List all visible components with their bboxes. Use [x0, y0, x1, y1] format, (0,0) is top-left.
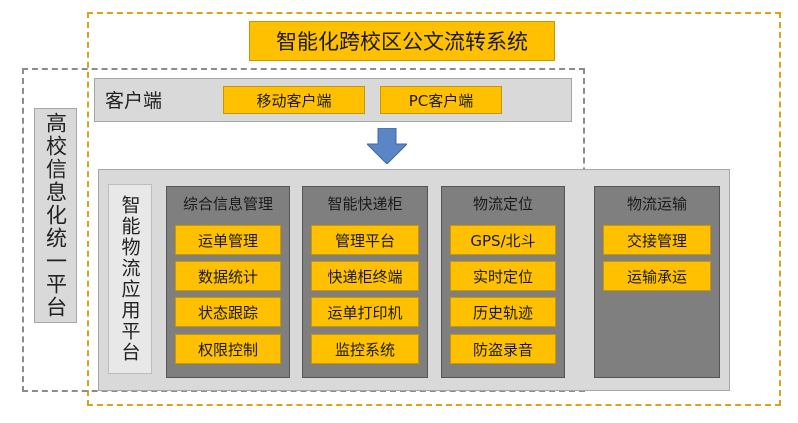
- down-arrow-icon: [367, 128, 407, 164]
- client-layer-label: 客户端: [105, 89, 163, 112]
- pc-client-box: PC客户端: [380, 86, 502, 114]
- column-title: 智能快递柜: [327, 195, 403, 213]
- diagram-title: 智能化跨校区公文流转系统: [249, 21, 555, 61]
- module-box: 运单打印机: [311, 297, 419, 327]
- module-box: 权限控制: [175, 334, 281, 364]
- unified-platform-label: 高校信息化统一平台: [34, 108, 77, 323]
- module-box: 运单管理: [175, 225, 281, 255]
- column-title: 综合信息管理: [182, 195, 273, 213]
- logistics-platform-label: 智能物流应用平台: [108, 184, 152, 374]
- column-title: 物流定位: [472, 195, 533, 213]
- module-box: 数据统计: [175, 261, 281, 291]
- column-info-management: 综合信息管理 运单管理 数据统计 状态跟踪 权限控制: [166, 186, 290, 378]
- column-smart-locker: 智能快递柜 管理平台 快递柜终端 运单打印机 监控系统: [302, 186, 428, 378]
- module-box: 监控系统: [311, 334, 419, 364]
- module-box: 交接管理: [603, 225, 711, 255]
- module-box: 快递柜终端: [311, 261, 419, 291]
- module-box: GPS/北斗: [450, 225, 556, 255]
- module-box: 历史轨迹: [450, 297, 556, 327]
- logistics-platform-label-text: 智能物流应用平台: [118, 195, 141, 363]
- system-boundary-frame: [87, 12, 781, 406]
- mobile-client-box: 移动客户端: [223, 86, 365, 114]
- column-logistics-transport: 物流运输 交接管理 运输承运: [594, 186, 720, 378]
- unified-platform-label-text: 高校信息化统一平台: [43, 112, 68, 319]
- column-logistics-positioning: 物流定位 GPS/北斗 实时定位 历史轨迹 防盗录音: [441, 186, 565, 378]
- column-title: 物流运输: [626, 195, 687, 213]
- module-box: 管理平台: [311, 225, 419, 255]
- module-box: 状态跟踪: [175, 297, 281, 327]
- module-box: 实时定位: [450, 261, 556, 291]
- module-box: 防盗录音: [450, 334, 556, 364]
- module-box: 运输承运: [603, 261, 711, 291]
